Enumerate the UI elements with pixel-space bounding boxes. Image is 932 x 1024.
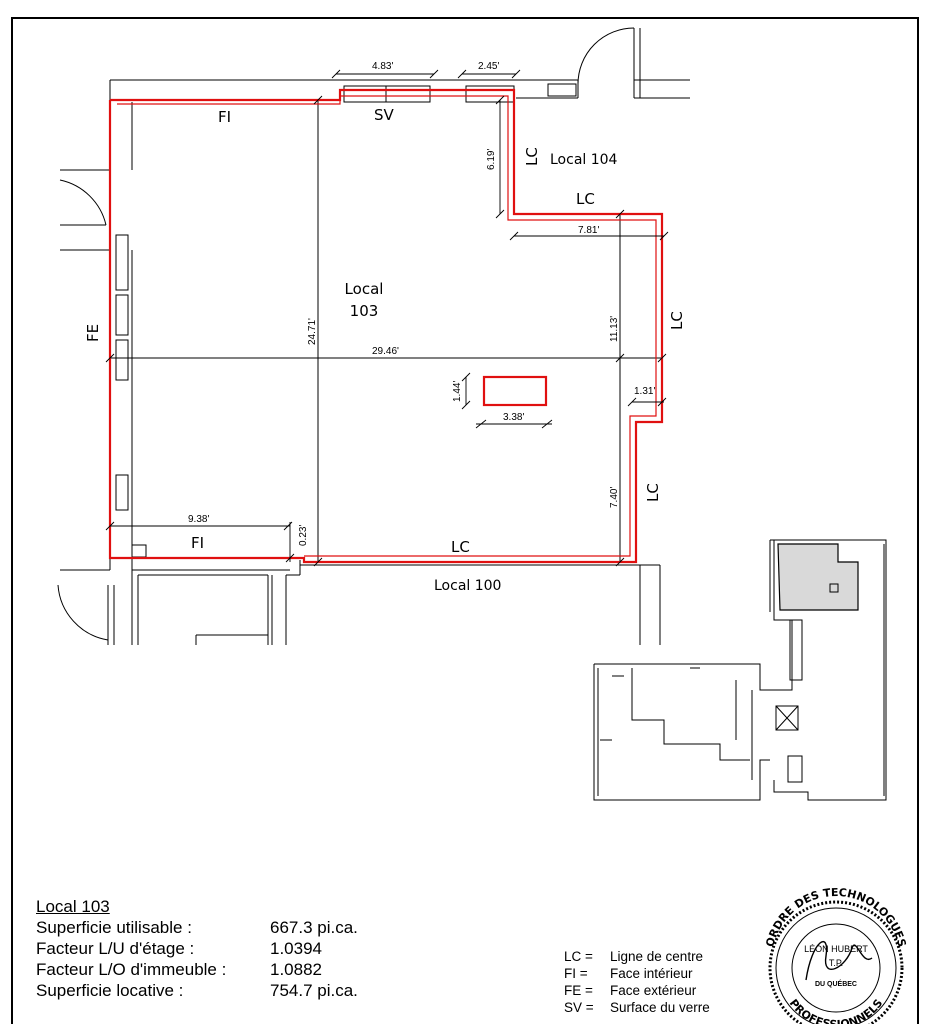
dimension-lines [105, 69, 669, 567]
summary-row: Facteur L/U d'étage : 1.0394 [36, 938, 358, 959]
dim-right-lower: 7.40' [609, 487, 620, 508]
key-plan-highlight [777, 543, 859, 611]
legend-code: FI = [564, 966, 588, 981]
dim-notch-depth: 6.19' [486, 149, 497, 170]
signature [805, 940, 873, 981]
dim-notch-width: 7.81' [578, 225, 599, 236]
summary-title: Local 103 [36, 897, 110, 916]
dim-top-window-1: 4.83' [372, 61, 393, 72]
seal-ring-bottom: PROFESSIONNELS [787, 997, 886, 1024]
legend-code: SV = [564, 1000, 594, 1015]
tag-sv: SV [374, 106, 395, 124]
key-plan [593, 539, 887, 801]
tag-lc-right-upper: LC [668, 311, 686, 330]
dim-total-width: 29.46' [372, 346, 399, 357]
sheet-border [11, 17, 919, 1024]
summary-label: Facteur L/U d'étage : [36, 939, 195, 958]
summary-row: Superficie locative : 754.7 pi.ca. [36, 980, 358, 1001]
tag-lc-right-lower: LC [644, 483, 662, 502]
neighbor-local-100: Local 100 [434, 578, 501, 594]
legend-item: SV = Surface du verre [564, 999, 710, 1016]
dim-jog: 1.31' [634, 386, 655, 397]
dim-bottom-left-w: 9.38' [188, 514, 209, 525]
summary-value: 667.3 pi.ca. [270, 918, 358, 937]
tag-lc-bottom: LC [451, 538, 470, 556]
seal-region: DU QUÉBEC [815, 979, 857, 988]
neighbor-local-104: Local 104 [550, 152, 618, 168]
dim-column-w: 3.38' [503, 412, 524, 423]
legend-code: LC = [564, 949, 593, 964]
area-summary: Local 103 Superficie utilisable : 667.3 … [36, 896, 358, 1001]
tag-fi-bottom: FI [191, 534, 204, 552]
room-name: Local [345, 280, 384, 298]
summary-value: 1.0882 [270, 960, 322, 979]
tag-lc-notch-side: LC [523, 147, 541, 166]
dim-total-depth: 24.71' [307, 318, 318, 345]
room-number: 103 [350, 302, 379, 320]
plan-labels: Local 103 Local 104 Local 100 FI SV FI L… [84, 61, 686, 594]
tag-lc-notch-top: LC [576, 190, 595, 208]
summary-row: Superficie utilisable : 667.3 pi.ca. [36, 917, 358, 938]
tag-fi-top: FI [218, 108, 231, 126]
legend-item: LC = Ligne de centre [564, 948, 710, 965]
seal-title: T.P. [829, 958, 843, 968]
reference-lines [110, 100, 662, 562]
legend-code: FE = [564, 983, 593, 998]
legend: LC = Ligne de centre FI = Face intérieur… [564, 948, 710, 1016]
seal-name: LÉON HUBERT [804, 944, 868, 954]
legend-item: FI = Face intérieur [564, 965, 710, 982]
legend-text: Surface du verre [610, 1000, 710, 1015]
legend-text: Face extérieur [610, 983, 697, 998]
usable-boundary [108, 88, 664, 564]
legend-text: Ligne de centre [610, 949, 704, 964]
dim-right-upper: 11.13' [609, 316, 620, 342]
dim-column-h: 1.44' [452, 381, 463, 402]
summary-value: 1.0394 [270, 939, 322, 958]
dim-bottom-left-jog: 0.23' [298, 525, 309, 546]
summary-label: Superficie locative : [36, 981, 184, 1000]
legend-text: Face intérieur [610, 966, 693, 981]
summary-label: Facteur L/O d'immeuble : [36, 960, 227, 979]
column-outline [482, 375, 548, 407]
legend-item: FE = Face extérieur [564, 982, 710, 999]
summary-label: Superficie utilisable : [36, 918, 192, 937]
summary-row: Facteur L/O d'immeuble : 1.0882 [36, 959, 358, 980]
summary-value: 754.7 pi.ca. [270, 981, 358, 1000]
professional-seal: ORDRE DES TECHNOLOGUES PROFESSIONNELS LÉ… [763, 886, 909, 1024]
seal-ring-top: ORDRE DES TECHNOLOGUES [763, 886, 908, 948]
tag-fe-left: FE [84, 324, 102, 342]
dim-top-window-2: 2.45' [478, 61, 499, 72]
